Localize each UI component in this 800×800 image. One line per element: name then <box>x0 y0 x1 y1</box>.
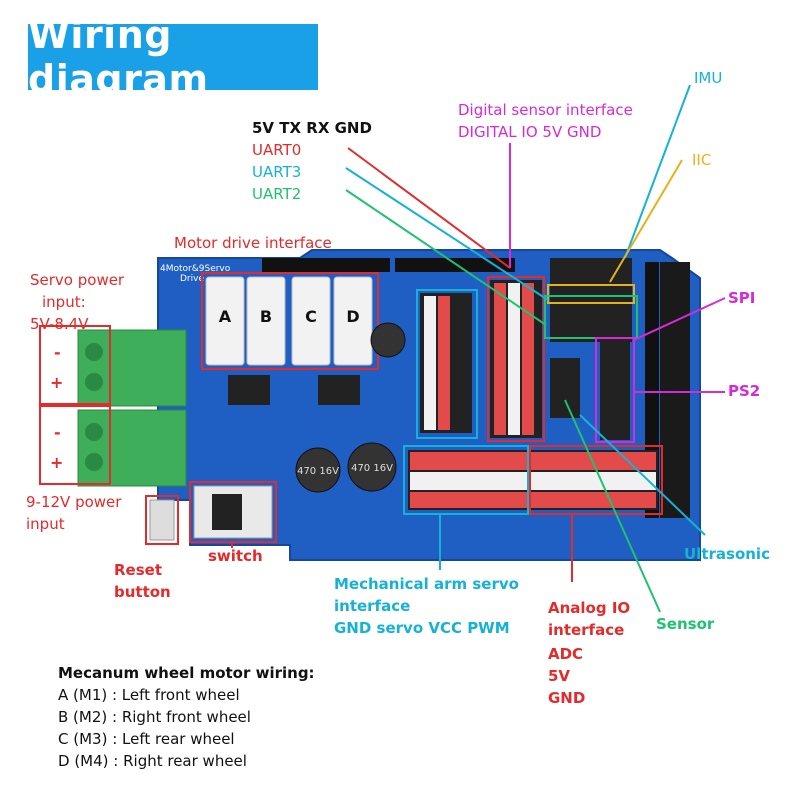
motor-drive-outline <box>201 272 379 370</box>
digital-sensor-label-2: DIGITAL IO 5V GND <box>458 123 602 141</box>
power-input-label-1: 9-12V power <box>26 493 122 511</box>
legend-row-c: C (M3) : Left rear wheel <box>58 730 235 748</box>
sensor-header <box>550 358 580 418</box>
servo-power-outline <box>39 325 111 405</box>
servo-power-label-3: 5V-8.4V <box>30 315 89 333</box>
motor-d-label: D <box>346 307 359 326</box>
uart-outline <box>544 295 638 339</box>
legend-row-a: A (M1) : Left front wheel <box>58 686 240 704</box>
digital-sensor-label-1: Digital sensor interface <box>458 101 633 119</box>
analog-io-label-5: GND <box>548 689 586 707</box>
uart-imu-header <box>550 258 632 342</box>
arm-servo-label-2: interface <box>334 597 411 615</box>
sensor-label: Sensor <box>656 615 715 633</box>
iic-label: IIC <box>692 151 712 169</box>
spi-outline <box>595 337 635 443</box>
legend-row-d: D (M4) : Right rear wheel <box>58 752 247 770</box>
plus-sign-1: + <box>50 373 63 392</box>
arm-servo-outline-bottom <box>403 445 529 515</box>
motor-wiring-legend: Mecanum wheel motor wiring: A (M1) : Lef… <box>58 664 315 772</box>
iic-outline <box>547 284 635 304</box>
uart3-label: UART3 <box>252 163 302 181</box>
reset-label-1: Reset <box>114 561 162 579</box>
board-silk-name: 4Motor&9Servo <box>160 264 231 274</box>
driver-chip-1 <box>228 375 270 405</box>
reset-label-2: button <box>114 583 171 601</box>
spi-label: SPI <box>728 289 756 307</box>
motor-b-label: B <box>260 307 272 326</box>
arm-servo-outline-left <box>416 289 478 439</box>
power-switch-knob <box>212 494 242 530</box>
analog-io-label-2: interface <box>548 621 625 639</box>
top-header-2 <box>395 258 515 272</box>
plus-sign-2: + <box>50 453 63 472</box>
driver-chip-2 <box>318 375 360 405</box>
capacitor-1 <box>295 447 341 493</box>
analog-io-label-4: 5V <box>548 667 571 685</box>
minus-sign-1: - <box>54 343 61 362</box>
arm-servo-label-1: Mechanical arm servo <box>334 575 519 593</box>
uart0-label: UART0 <box>252 141 302 159</box>
main-power-terminal <box>77 409 187 487</box>
motor-c-label: C <box>305 307 317 326</box>
capacitor-2 <box>347 442 397 492</box>
switch-label: switch <box>208 547 263 565</box>
capacitor-2-label: 470 16V <box>351 463 393 474</box>
power-input-label-2: input <box>26 515 65 533</box>
reset-button[interactable] <box>149 499 175 541</box>
ultrasonic-label: Ultrasonic <box>684 545 770 563</box>
spi-ps2-header <box>600 340 630 440</box>
uart-header-label: 5V TX RX GND <box>252 119 372 137</box>
servo-power-terminal <box>77 329 187 407</box>
digital-sensor-outline <box>487 276 545 442</box>
legend-row-b: B (M2) : Right front wheel <box>58 708 251 726</box>
board-silk-drive: Drive <box>180 274 204 284</box>
main-power-outline <box>39 405 111 485</box>
ps2-label: PS2 <box>728 382 761 400</box>
servo-power-label-1: Servo power <box>30 271 125 289</box>
top-header <box>262 258 390 272</box>
analog-io-outline <box>529 445 663 515</box>
imu-label: IMU <box>694 69 723 87</box>
arduino-side-header <box>660 262 690 518</box>
motor-connectors: A B C D <box>205 276 373 366</box>
legend-heading: Mecanum wheel motor wiring: <box>58 664 315 682</box>
leader-lines <box>231 84 726 613</box>
capacitor-1-label: 470 16V <box>297 466 339 477</box>
analog-io-label-1: Analog IO <box>548 599 631 617</box>
servo-header-left <box>420 293 472 433</box>
analog-io-label-3: ADC <box>548 645 584 663</box>
reset-outline <box>145 495 179 545</box>
servo-power-label-2: input: <box>42 293 86 311</box>
motor-drive-label: Motor drive interface <box>174 234 332 252</box>
servo-header-right <box>490 280 542 438</box>
motor-a-label: A <box>219 307 232 326</box>
bottom-servo-header <box>408 450 658 510</box>
uart2-label: UART2 <box>252 185 302 203</box>
minus-sign-2: - <box>54 423 61 442</box>
capacitor-small <box>370 322 406 358</box>
arm-servo-label-3: GND servo VCC PWM <box>334 619 510 637</box>
